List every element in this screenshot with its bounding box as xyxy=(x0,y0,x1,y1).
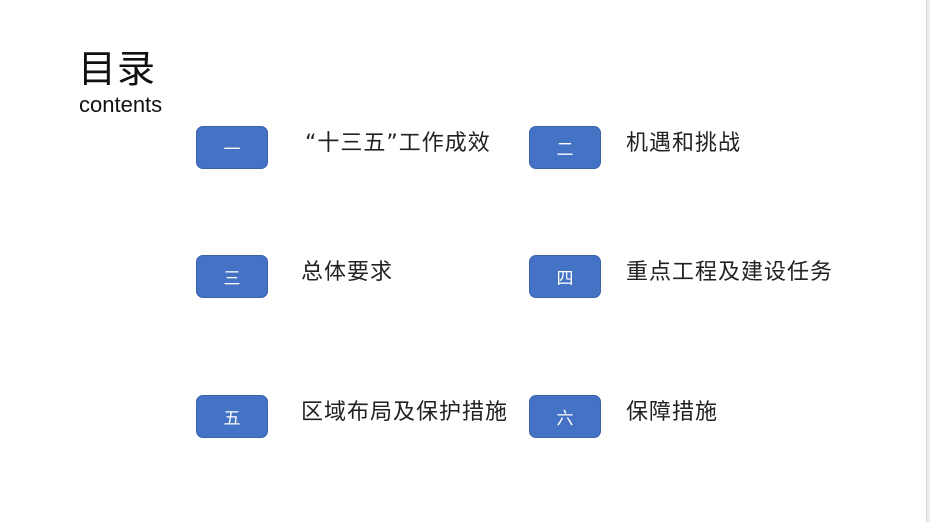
toc-badge-4[interactable]: 四 xyxy=(529,255,601,298)
page-title: 目录 xyxy=(78,47,157,91)
toc-badge-5[interactable]: 五 xyxy=(196,395,268,438)
toc-badge-2[interactable]: 二 xyxy=(529,126,601,169)
page-subtitle: contents xyxy=(79,92,163,117)
toc-label-6[interactable]: 保障措施 xyxy=(626,400,719,425)
toc-label-2[interactable]: 机遇和挑战 xyxy=(626,131,742,156)
toc-badge-6[interactable]: 六 xyxy=(529,395,601,438)
toc-label-3[interactable]: 总体要求 xyxy=(301,260,394,285)
window-edge xyxy=(926,0,930,522)
toc-label-5[interactable]: 区域布局及保护措施 xyxy=(301,400,509,425)
toc-badge-3[interactable]: 三 xyxy=(196,255,268,298)
toc-label-4[interactable]: 重点工程及建设任务 xyxy=(626,260,834,285)
toc-label-1[interactable]: “十三五”工作成效 xyxy=(305,131,491,156)
toc-badge-1[interactable]: 一 xyxy=(196,126,268,169)
